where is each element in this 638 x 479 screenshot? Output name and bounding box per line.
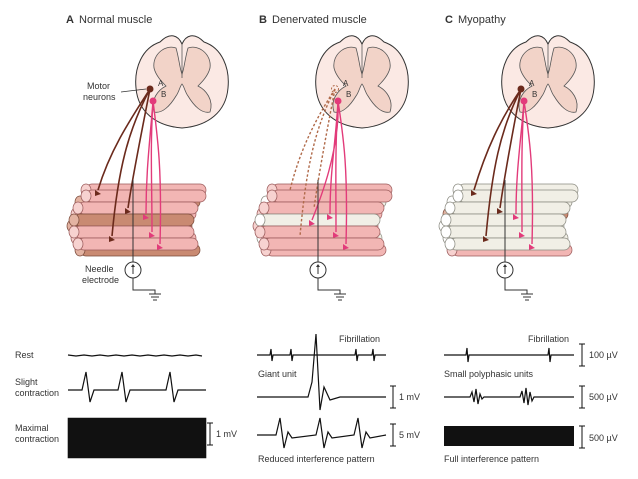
label-full-interference: Full interference pattern xyxy=(444,454,539,464)
trace-b-rest xyxy=(257,348,386,362)
row-label-slight-1: Slight xyxy=(15,377,38,387)
panel-c-title: Myopathy xyxy=(458,14,506,26)
label-small-polyphasic: Small polyphasic units xyxy=(444,369,534,379)
needle-electrode-a xyxy=(124,261,162,301)
panel-c-letter: C xyxy=(445,14,453,26)
needle-label-2: electrode xyxy=(82,275,119,285)
needle-electrode-b xyxy=(309,261,347,301)
trace-a-maximal xyxy=(67,417,207,459)
panel-b-letter: B xyxy=(259,14,267,26)
scale-c-rest: 100 µV xyxy=(589,350,618,360)
trace-b-maximal xyxy=(257,417,387,449)
scale-c-max: 500 µV xyxy=(589,433,618,443)
label-giant-unit: Giant unit xyxy=(258,369,297,379)
muscle-fibers-a xyxy=(66,183,207,257)
panel-b-title: Denervated muscle xyxy=(272,14,367,26)
trace-b-slight xyxy=(257,333,386,411)
panel-a-title: Normal muscle xyxy=(79,14,152,26)
trace-a-slight xyxy=(68,371,206,403)
panel-b-illustration: A B xyxy=(252,35,409,301)
muscle-fibers-c xyxy=(438,183,579,257)
panel-a-illustration: Motor neurons A B Needle electro xyxy=(66,35,229,301)
neuron-label-b: B xyxy=(346,90,351,99)
trace-c-rest xyxy=(444,347,574,363)
motor-label-2: neurons xyxy=(83,92,116,102)
motor-label-1: Motor xyxy=(87,81,110,91)
trace-c-maximal xyxy=(444,426,574,446)
trace-a-rest xyxy=(67,354,203,357)
scale-c-slight: 500 µV xyxy=(589,392,618,402)
needle-label-1: Needle xyxy=(85,264,114,274)
neuron-label-a: A xyxy=(343,79,349,88)
neuron-label-a: A xyxy=(158,79,164,88)
needle-electrode-c xyxy=(496,261,534,301)
row-label-maximal-2: contraction xyxy=(15,434,59,444)
spinal-cord-a xyxy=(135,35,229,129)
spinal-cord-b xyxy=(315,35,409,129)
scale-a-max: 1 mV xyxy=(216,429,237,439)
panel-c-illustration: A B xyxy=(438,35,595,301)
row-label-maximal-1: Maximal xyxy=(15,423,49,433)
scale-b-slight: 1 mV xyxy=(399,392,420,402)
panel-a-letter: A xyxy=(66,14,74,26)
neuron-label-b: B xyxy=(161,90,166,99)
row-label-rest: Rest xyxy=(15,350,34,360)
neuron-label-a: A xyxy=(529,79,535,88)
label-reduced-interference: Reduced interference pattern xyxy=(258,454,375,464)
trace-c-slight xyxy=(444,387,574,406)
label-fibrillation-b: Fibrillation xyxy=(339,334,380,344)
row-label-slight-2: contraction xyxy=(15,388,59,398)
motor-neuron-a-lost xyxy=(331,85,339,93)
scale-b-max: 5 mV xyxy=(399,430,420,440)
muscle-fibers-b xyxy=(252,183,393,257)
label-fibrillation-c: Fibrillation xyxy=(528,334,569,344)
neuron-label-b: B xyxy=(532,90,537,99)
